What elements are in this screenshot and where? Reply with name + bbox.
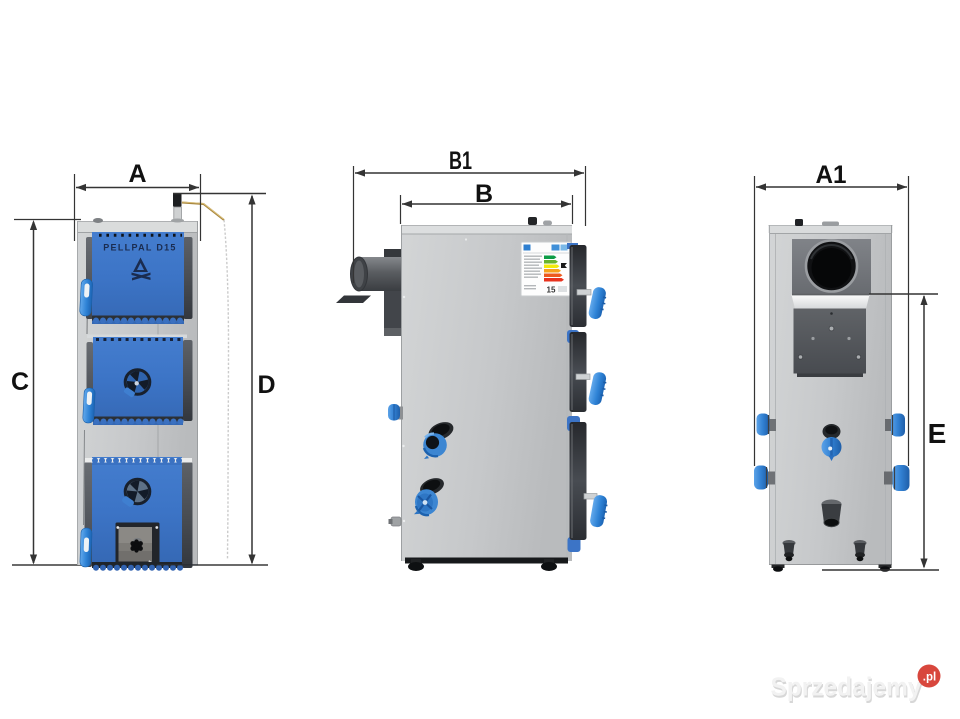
svg-text:Sprzedajemy: Sprzedajemy bbox=[771, 672, 923, 702]
svg-text:B1: B1 bbox=[449, 147, 472, 175]
svg-text:Sprzedajemy: Sprzedajemy bbox=[772, 674, 924, 704]
svg-text:E: E bbox=[928, 418, 947, 449]
svg-text:PELLPAL D15: PELLPAL D15 bbox=[103, 243, 176, 253]
svg-text:15: 15 bbox=[547, 286, 556, 295]
svg-text:C: C bbox=[11, 368, 29, 396]
svg-text:D: D bbox=[257, 371, 275, 399]
svg-text:A: A bbox=[128, 160, 146, 188]
svg-text:.pl: .pl bbox=[923, 672, 936, 684]
svg-text:A1: A1 bbox=[816, 161, 847, 189]
svg-text:B: B bbox=[475, 180, 493, 208]
